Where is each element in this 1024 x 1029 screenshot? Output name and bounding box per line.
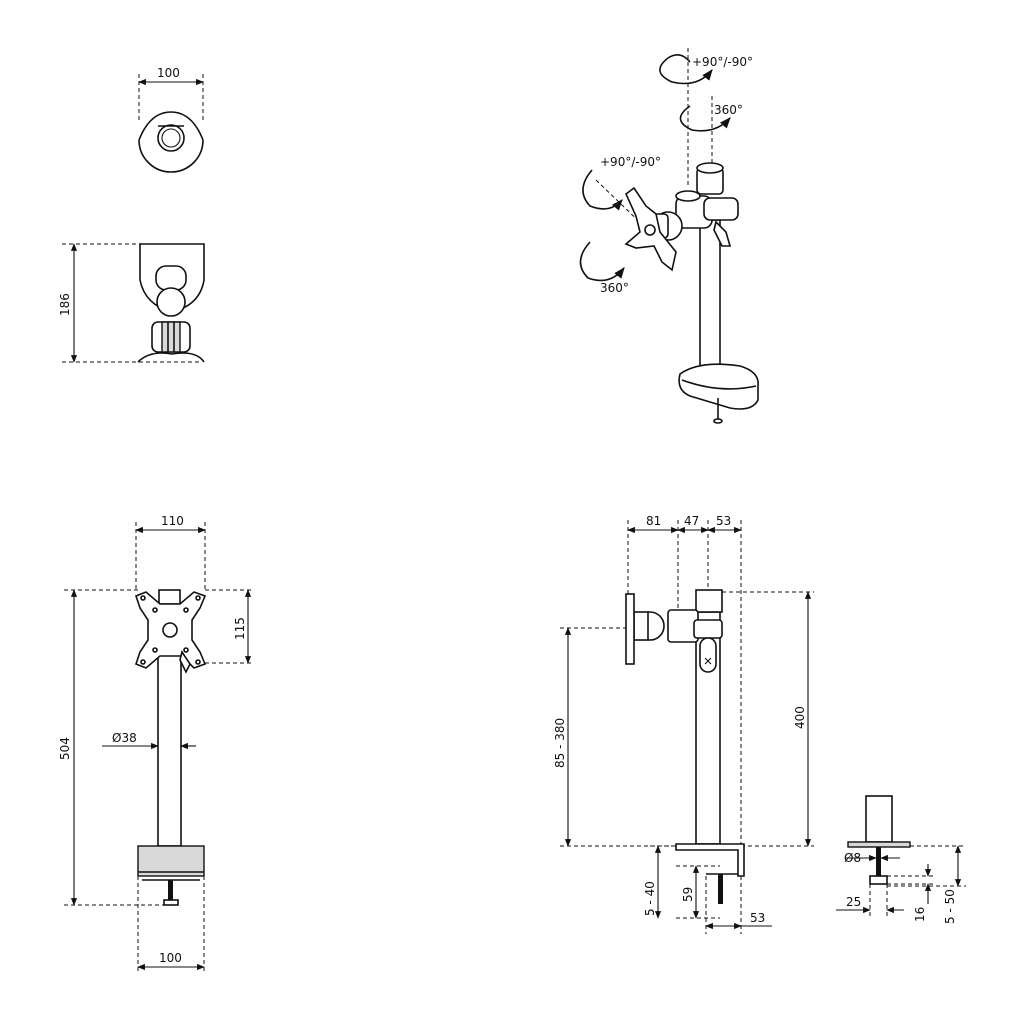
side-clamp — [675, 843, 745, 877]
top-swivel-arrow — [679, 105, 731, 132]
top-rotation-arrow — [659, 57, 713, 85]
detail-range-label: 5 - 50 — [943, 889, 957, 924]
top-view: 100 — [138, 66, 204, 173]
pole-height-label: 400 — [793, 706, 807, 729]
clamp-depth-label: 59 — [681, 887, 695, 902]
isometric-view: +90°/-90° 360° +90°/-90° 360° — [579, 48, 759, 424]
head-swivel-arrow — [579, 241, 625, 282]
pole-top-circle — [157, 124, 185, 152]
iso-clamp — [678, 363, 759, 410]
detail-clamp-height-label: 16 — [913, 907, 927, 922]
desk-range-label: 5 - 40 — [643, 881, 657, 916]
top-swivel-label: 360° — [714, 103, 743, 117]
side-vesa-plate — [625, 593, 635, 665]
dim-c-label: 53 — [716, 514, 731, 528]
head-tilt-label: +90°/-90° — [600, 155, 661, 169]
front-pole — [157, 639, 182, 847]
top-width-label: 100 — [157, 66, 180, 80]
clamp-detail: Ø8 25 16 5 - 50 — [836, 795, 966, 924]
head-width-label: 110 — [161, 514, 184, 528]
bolt-diameter-label: Ø8 — [844, 851, 861, 865]
side-view: 81 47 53 400 85 - 380 5 - 40 59 — [553, 514, 814, 934]
front-view: 110 115 504 Ø38 — [58, 514, 254, 974]
head-range-label: 85 - 380 — [553, 718, 567, 768]
dim-b-label: 47 — [684, 514, 699, 528]
front-clamp — [137, 845, 205, 877]
head-tilt-arrow — [582, 169, 623, 211]
iso-pole — [699, 219, 721, 389]
top-side-view: 186 — [58, 243, 205, 363]
total-height-label: 504 — [58, 737, 72, 760]
top-rotation-label: +90°/-90° — [692, 55, 753, 69]
base-width-label: 100 — [159, 951, 182, 965]
dim-a-label: 81 — [646, 514, 661, 528]
head-swivel-label: 360° — [600, 281, 629, 295]
detail-pole — [865, 795, 893, 843]
detail-width-label: 25 — [846, 895, 861, 909]
top-height-label: 186 — [58, 293, 72, 316]
pole-diameter-label: Ø38 — [112, 731, 137, 745]
head-height-label: 115 — [233, 617, 247, 640]
clamp-offset-label: 53 — [750, 911, 765, 925]
